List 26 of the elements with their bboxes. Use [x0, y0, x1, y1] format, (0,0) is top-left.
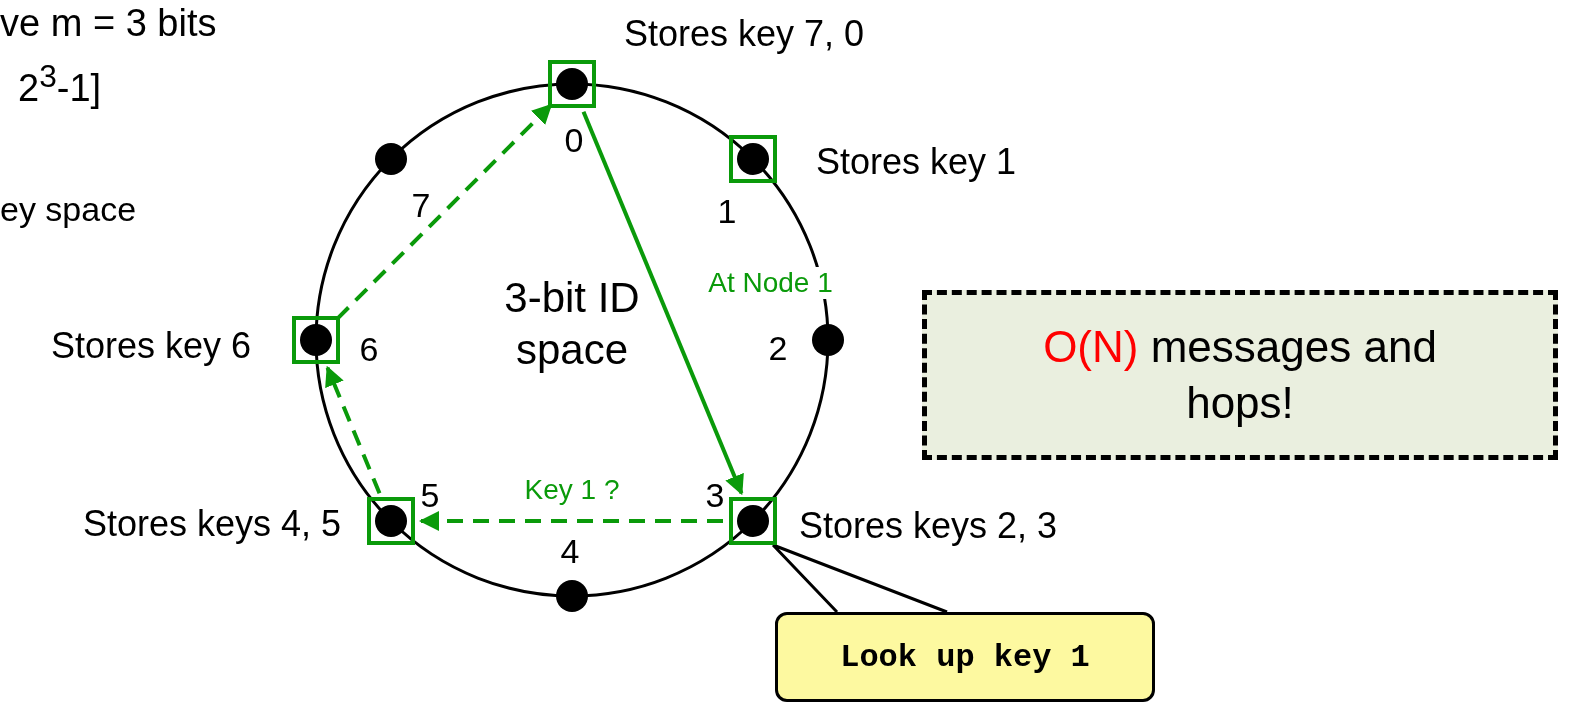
node-caption: Stores key 7, 0 [624, 13, 865, 55]
node-caption: Stores keys 4, 5 [82, 503, 341, 545]
node-number: 2 [768, 328, 788, 368]
ring-label: 3-bit ID space [503, 273, 641, 375]
arrow [419, 511, 723, 531]
node-number: 6 [359, 329, 379, 369]
node-number: 1 [717, 191, 737, 231]
node-caption: Stores key 1 [816, 141, 1017, 183]
note-text: ve m = 3 bits [0, 2, 217, 45]
arrow [581, 110, 744, 496]
node-caption: Stores keys 2, 3 [799, 505, 1058, 547]
note-text: ey space [0, 190, 137, 229]
node-caption: Stores key 6 [50, 325, 251, 367]
note-text: O(N) messages and hops! [1042, 321, 1438, 429]
arrow [335, 103, 553, 321]
callout-box: Look up key 1 [775, 612, 1155, 702]
node-number: 4 [560, 531, 580, 571]
node-number: 5 [420, 475, 440, 515]
node-number: 0 [564, 120, 584, 160]
callout-pointer [771, 543, 949, 614]
arrow [325, 365, 382, 495]
node-number: 3 [705, 475, 725, 515]
edge-label: At Node 1 [706, 266, 835, 299]
note-box [922, 290, 1558, 460]
note-text: 2$^{3}$-1] [18, 58, 102, 110]
node-number: 7 [411, 185, 431, 225]
